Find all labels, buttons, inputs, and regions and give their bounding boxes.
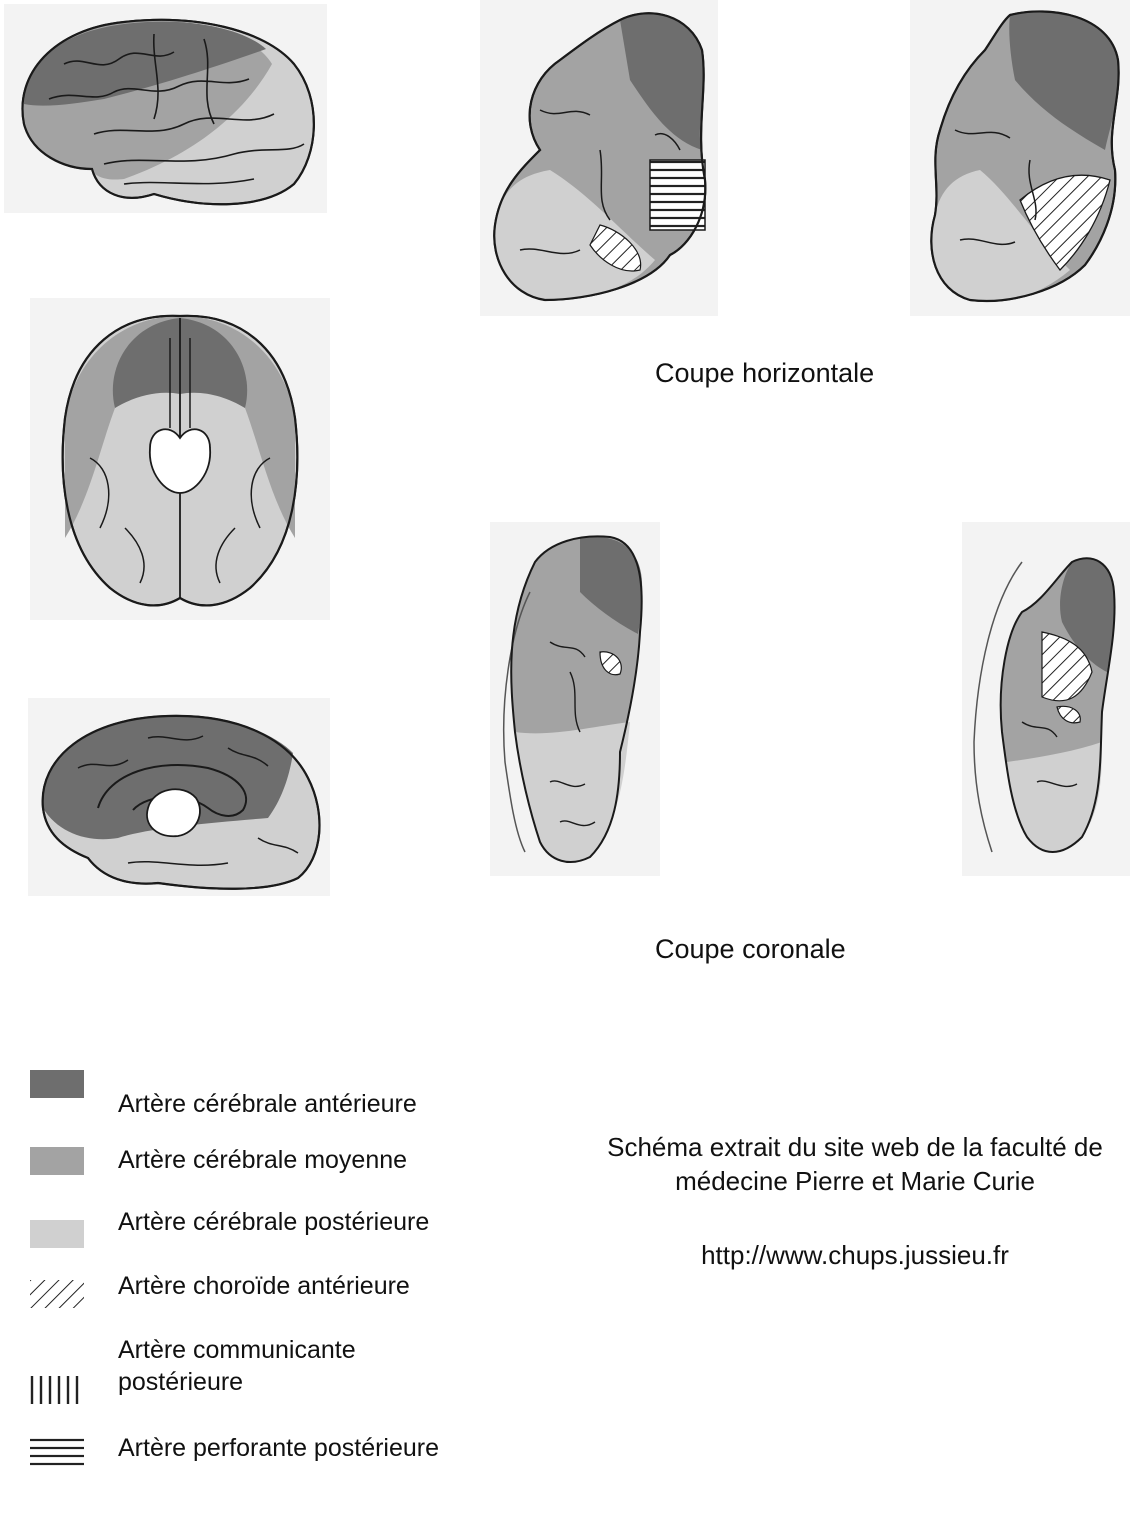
brain-medial-illustration — [28, 698, 330, 896]
legend-item-choroid: Artère choroïde antérieure — [0, 1246, 560, 1306]
source-credit-url[interactable]: http://www.chups.jussieu.fr — [590, 1238, 1120, 1272]
horizontal-section-right-illustration — [910, 0, 1130, 316]
brain-lateral-view — [4, 4, 327, 213]
legend-item-communicating: Artère communicante postérieure — [0, 1308, 560, 1398]
horizontal-section-left — [480, 0, 718, 316]
horizontal-section-right — [910, 0, 1130, 316]
source-credit-text: Schéma extrait du site web de la faculté… — [590, 1130, 1120, 1198]
legend-label-perforating: Artère perforante postérieure — [118, 1432, 439, 1464]
caption-coronal-section: Coupe coronale — [655, 934, 846, 965]
legend-swatch-communicating — [30, 1376, 84, 1404]
brain-inferior-illustration — [30, 298, 330, 620]
legend-swatch-posterior — [30, 1220, 84, 1248]
coronal-section-left — [490, 522, 660, 876]
legend-item-posterior: Artère cérébrale postérieure — [0, 1184, 560, 1244]
legend-label-communicating: Artère communicante postérieure — [118, 1334, 418, 1398]
legend-swatch-perforating — [30, 1438, 84, 1466]
coronal-section-left-illustration — [490, 522, 660, 876]
brain-medial-view — [28, 698, 330, 896]
legend-swatch-choroid — [30, 1280, 84, 1308]
coronal-section-right-illustration — [962, 522, 1130, 876]
legend-item-perforating: Artère perforante postérieure — [0, 1412, 560, 1472]
brain-inferior-view — [30, 298, 330, 620]
horizontal-section-left-illustration — [480, 0, 718, 316]
legend-swatch-middle — [30, 1147, 84, 1175]
legend-label-posterior: Artère cérébrale postérieure — [118, 1206, 429, 1238]
legend-swatch-anterior — [30, 1070, 84, 1098]
brain-lateral-illustration — [4, 4, 327, 213]
legend-label-choroid: Artère choroïde antérieure — [118, 1270, 410, 1302]
legend-item-anterior: Artère cérébrale antérieure — [0, 1060, 560, 1120]
legend-item-middle: Artère cérébrale moyenne — [0, 1122, 560, 1182]
legend-label-middle: Artère cérébrale moyenne — [118, 1144, 407, 1176]
caption-horizontal-section: Coupe horizontale — [655, 358, 874, 389]
legend-label-anterior: Artère cérébrale antérieure — [118, 1088, 417, 1120]
legend: Artère cérébrale antérieure Artère céréb… — [0, 1060, 560, 1510]
coronal-section-right — [962, 522, 1130, 876]
